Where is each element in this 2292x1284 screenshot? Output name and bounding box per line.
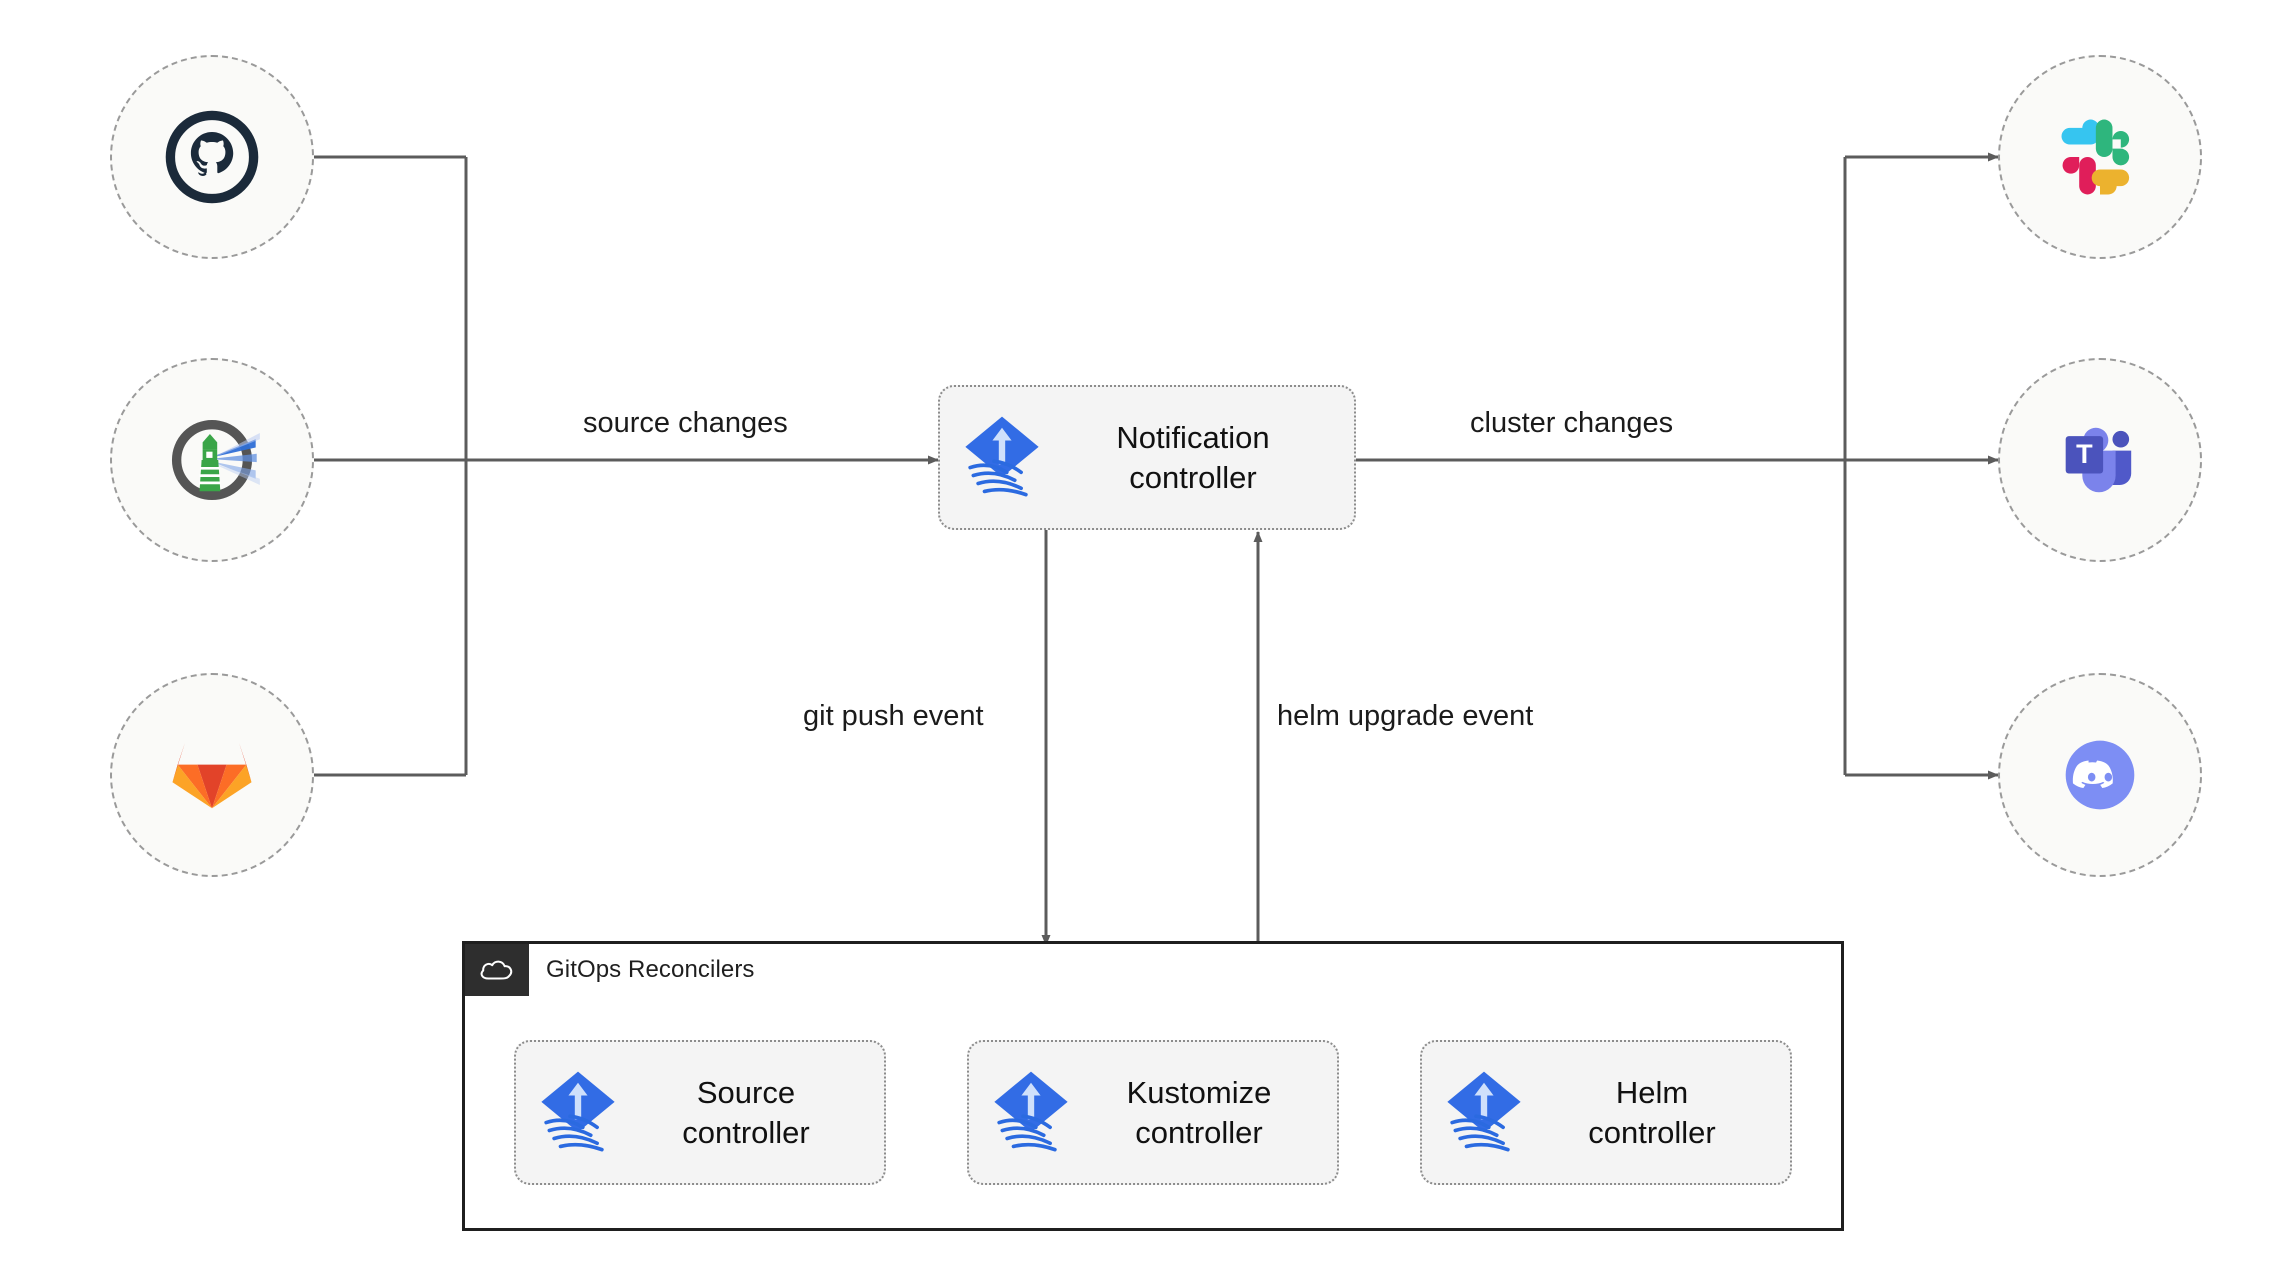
edge-label-helm-upgrade-event: helm upgrade event — [1277, 700, 1534, 732]
flux-logo-icon — [1447, 1071, 1521, 1151]
source-controller-card[interactable]: Source controller — [514, 1040, 886, 1185]
gitops-reconcilers-title: GitOps Reconcilers — [546, 956, 755, 983]
flux-logo-icon — [994, 1071, 1068, 1151]
destination-node-discord[interactable] — [1998, 673, 2202, 877]
source-node-bucket[interactable] — [110, 358, 314, 562]
edge-label-git-push-event: git push event — [803, 700, 984, 732]
source-node-github[interactable] — [110, 55, 314, 259]
gitops-reconcilers-container: GitOps Reconcilers Source controller — [462, 941, 1844, 1231]
edge-label-cluster-changes: cluster changes — [1470, 407, 1674, 439]
destination-node-teams[interactable]: T — [1998, 358, 2202, 562]
teams-icon: T — [2065, 427, 2132, 493]
notification-controller-label: Notification controller — [1116, 419, 1270, 495]
source-node-gitlab[interactable] — [110, 673, 314, 877]
cloud-icon — [480, 960, 513, 980]
discord-icon — [2065, 740, 2135, 810]
kustomize-controller-label: Kustomize controller — [1126, 1074, 1272, 1150]
kustomize-controller-card[interactable]: Kustomize controller — [967, 1040, 1339, 1185]
flux-logo-icon — [541, 1071, 615, 1151]
gitlab-icon — [172, 742, 252, 809]
cloud-badge — [465, 944, 529, 996]
notification-controller-card[interactable]: Notification controller — [938, 385, 1356, 530]
lighthouse-icon — [171, 419, 260, 501]
gitops-reconcilers-header: GitOps Reconcilers — [465, 944, 755, 996]
helm-controller-card[interactable]: Helm controller — [1420, 1040, 1792, 1185]
slack-icon — [2061, 119, 2130, 195]
helm-controller-label: Helm controller — [1588, 1074, 1716, 1150]
edge-label-source-changes: source changes — [583, 407, 788, 439]
github-icon — [165, 110, 259, 204]
source-controller-label: Source controller — [682, 1074, 810, 1150]
destination-node-slack[interactable] — [1998, 55, 2202, 259]
flux-logo-icon — [965, 416, 1039, 496]
svg-text:T: T — [2076, 439, 2093, 469]
